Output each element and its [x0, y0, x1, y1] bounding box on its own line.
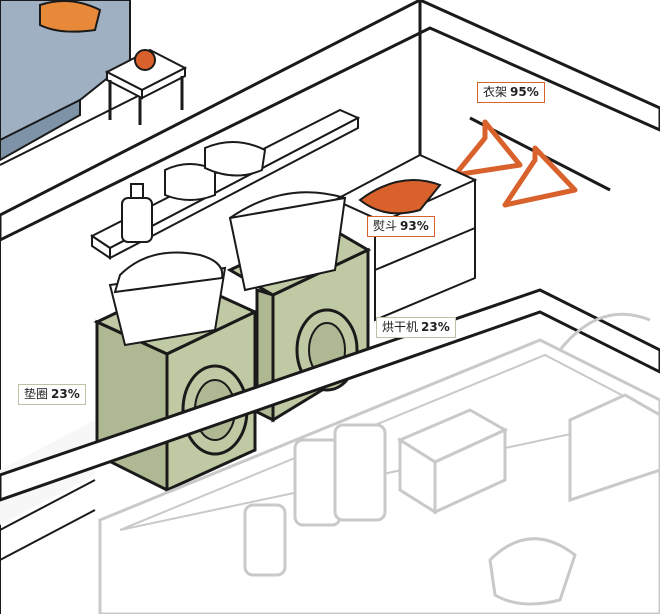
suitcase-icon [293, 438, 342, 527]
label-dryer-name: 烘干机 [382, 320, 419, 334]
clothes-rail [452, 116, 611, 208]
ironing-cabinet [332, 153, 478, 322]
label-dryer-value: 23% [421, 320, 450, 334]
nightstand [104, 48, 188, 125]
label-iron-value: 93% [400, 219, 429, 233]
bedroom-corner [0, 0, 151, 166]
laundry-basket-icon [228, 191, 347, 292]
label-hanger-value: 95% [510, 85, 539, 99]
iron-icon [358, 179, 442, 215]
wall-shelf [90, 108, 361, 260]
storage-items [243, 312, 660, 606]
label-cushion-value: 23% [51, 387, 80, 401]
laundry-basket-icon [108, 251, 227, 347]
alarm-clock-icon [134, 49, 156, 71]
label-iron-name: 熨斗 [373, 219, 398, 233]
label-hanger-name: 衣架 [483, 85, 508, 99]
pillow-icon [39, 0, 102, 33]
detergent-bottle-icon [121, 183, 153, 243]
label-cushion-name: 垫圈 [24, 387, 49, 401]
suitcase-icon [333, 423, 387, 522]
suitcase-icon [243, 503, 287, 577]
